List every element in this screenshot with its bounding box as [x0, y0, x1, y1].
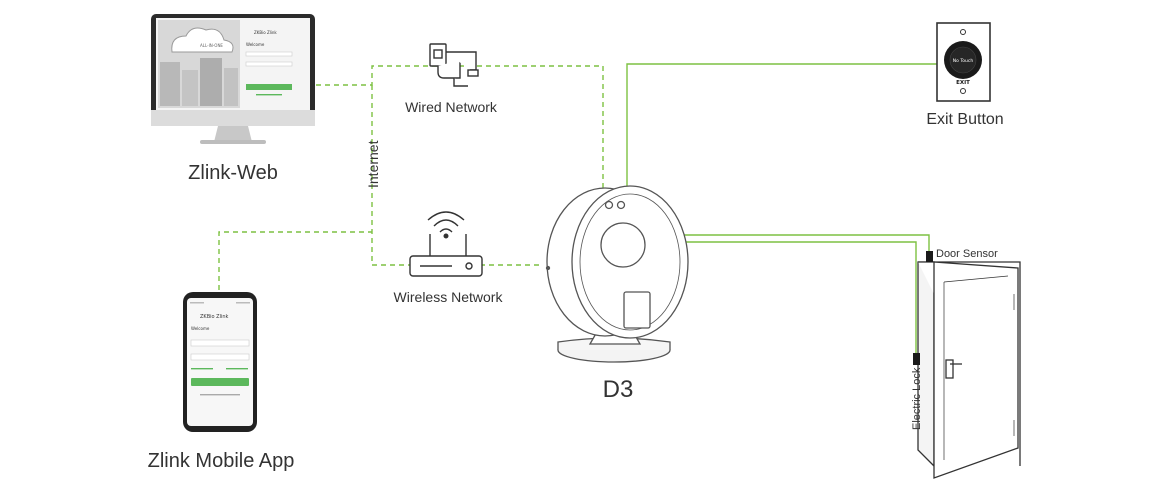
- label-wireless-network: Wireless Network: [394, 289, 504, 305]
- exit-button-caption: EXIT: [956, 80, 970, 86]
- smartphone-icon: ZKBio Zlink Welcome: [183, 292, 257, 432]
- label-zlink-web: Zlink-Web: [188, 162, 278, 184]
- ethernet-plug-icon: [429, 43, 479, 87]
- label-zlink-mobile-app: Zlink Mobile App: [148, 450, 295, 472]
- exit-button-icon: No Touch EXIT: [936, 22, 991, 102]
- desktop-monitor-icon: ALL-IN-ONE ZKBio Zlink Welcome: [151, 14, 315, 144]
- label-internet: Internet: [365, 140, 381, 188]
- link-device-to-exit: [626, 63, 937, 190]
- door-sensor-block: [926, 251, 933, 262]
- door-icon: [913, 251, 1021, 479]
- link-device-to-electric-lock: [677, 241, 917, 357]
- face-terminal-icon: [545, 185, 689, 363]
- wifi-router-icon: [409, 211, 483, 277]
- app-welcome-text: Welcome: [191, 326, 210, 331]
- web-brand-text: ZKBio Zlink: [254, 30, 277, 35]
- label-exit-button: Exit Button: [926, 111, 1003, 128]
- link-mobile-to-internet: [218, 231, 372, 290]
- link-device-to-door-sensor: [677, 234, 930, 251]
- exit-button-face-text: No Touch: [953, 58, 974, 64]
- label-electric-lock: Electric Lock: [911, 367, 923, 430]
- label-door-sensor: Door Sensor: [936, 248, 998, 260]
- web-welcome-text: Welcome: [246, 42, 265, 47]
- link-internet-to-wireless: [371, 85, 543, 266]
- connection-lines: [218, 63, 937, 357]
- web-banner-text: ALL-IN-ONE: [200, 43, 223, 48]
- link-web-to-wired: [316, 65, 604, 188]
- label-wired-network: Wired Network: [405, 99, 498, 115]
- electric-lock-block: [913, 353, 920, 365]
- app-brand-text: ZKBio Zlink: [200, 314, 229, 320]
- label-device: D3: [603, 376, 634, 403]
